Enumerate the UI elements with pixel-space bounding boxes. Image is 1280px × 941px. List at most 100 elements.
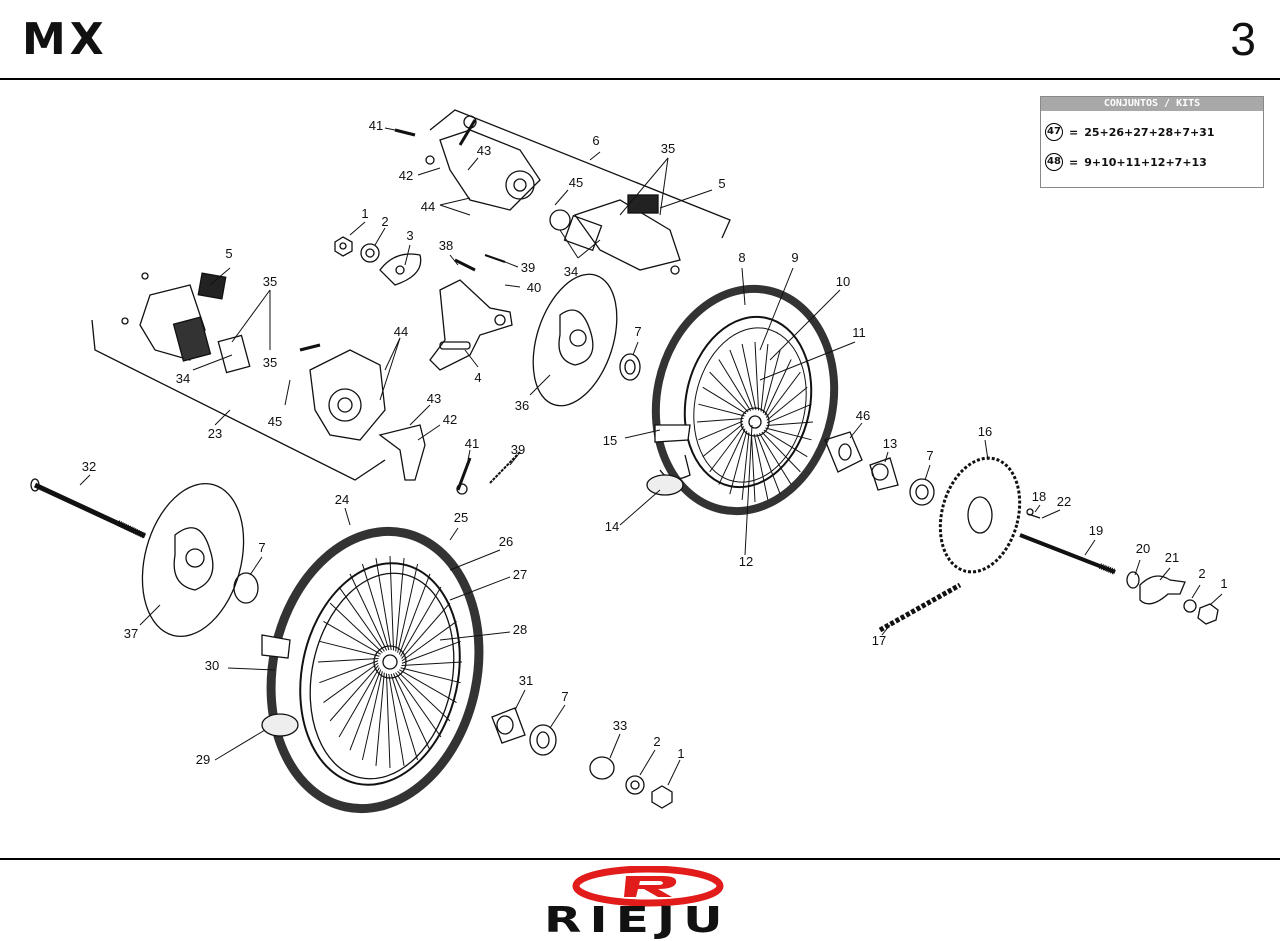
part-callout: 18 xyxy=(1032,489,1046,504)
header-divider xyxy=(0,78,1280,80)
part-callout: 43 xyxy=(477,143,491,158)
part-callout: 35 xyxy=(263,355,277,370)
spoke xyxy=(338,586,385,652)
part-callout: 1 xyxy=(361,206,368,221)
part-callout: 32 xyxy=(82,459,96,474)
spoke xyxy=(401,621,457,662)
spoke xyxy=(765,371,801,418)
part-callout: 37 xyxy=(124,626,138,641)
front-hub-parts xyxy=(491,707,673,809)
part-callout: 38 xyxy=(439,238,453,253)
part-callout: 22 xyxy=(1057,494,1071,509)
kit-formula: 25+26+27+28+7+31 xyxy=(1084,125,1215,139)
rieju-logo-icon xyxy=(572,866,724,907)
front-brake-disc xyxy=(141,482,245,638)
front-axle xyxy=(30,478,147,539)
spoke xyxy=(741,432,750,501)
part-callout: 7 xyxy=(561,689,568,704)
part-callout: 8 xyxy=(738,250,745,265)
spoke xyxy=(758,432,792,485)
spoke xyxy=(338,667,380,738)
part-callout: 16 xyxy=(978,424,992,439)
kits-title: CONJUNTOS / KITS xyxy=(1041,97,1263,111)
part-callout: 34 xyxy=(176,371,190,386)
exploded-parts-diagram: 4142434463535455341233839404535344445234… xyxy=(30,109,1228,814)
spoke xyxy=(401,640,461,664)
spoke xyxy=(361,671,383,761)
part-callout: 26 xyxy=(499,534,513,549)
part-callout: 1 xyxy=(1220,576,1227,591)
spoke xyxy=(349,669,382,751)
spoke xyxy=(319,640,380,657)
equals-sign: = xyxy=(1069,125,1079,139)
part-callout: 15 xyxy=(603,433,617,448)
spoke xyxy=(323,621,382,655)
spoke xyxy=(375,672,385,767)
part-callout: 30 xyxy=(205,658,219,673)
spoke xyxy=(756,433,781,495)
spoke xyxy=(762,349,781,414)
spoke xyxy=(397,670,451,722)
spoke xyxy=(329,602,383,654)
part-callout: 40 xyxy=(527,280,541,295)
spoke xyxy=(398,669,457,703)
part-callout: 21 xyxy=(1165,550,1179,565)
spoke xyxy=(718,428,746,485)
brand-name: RIEJU xyxy=(544,900,731,941)
drive-chain xyxy=(878,582,962,633)
bearing-front-left xyxy=(233,572,259,604)
spoke xyxy=(389,555,395,651)
spoke xyxy=(395,672,442,738)
rear-sprocket xyxy=(938,456,1022,574)
part-callout: 3 xyxy=(406,228,413,243)
spoke xyxy=(392,673,431,751)
part-callout: 23 xyxy=(208,426,222,441)
model-title: MX xyxy=(22,14,108,65)
part-callout: 1 xyxy=(677,746,684,761)
spoke xyxy=(361,563,390,651)
spoke xyxy=(753,433,769,501)
part-callout: 7 xyxy=(258,540,265,555)
kit-number: 47 xyxy=(1045,123,1063,141)
spoke xyxy=(329,665,379,722)
part-callout: 5 xyxy=(718,176,725,191)
spoke xyxy=(375,557,392,651)
part-callout: 17 xyxy=(872,633,886,648)
kit-formula: 9+10+11+12+7+13 xyxy=(1084,155,1207,169)
part-callout: 36 xyxy=(515,398,529,413)
spoke xyxy=(388,673,405,767)
front-caliper-assembly xyxy=(91,272,426,481)
part-callout: 20 xyxy=(1136,541,1150,556)
part-callout: 43 xyxy=(427,391,441,406)
spoke xyxy=(763,429,808,458)
spoke xyxy=(319,660,379,684)
spoke xyxy=(317,657,379,663)
spoke xyxy=(754,341,760,411)
part-callout: 46 xyxy=(856,408,870,423)
part-callout: 27 xyxy=(513,567,527,582)
part-callout: 9 xyxy=(791,250,798,265)
page-number: 3 xyxy=(1230,13,1256,65)
footer-divider xyxy=(0,858,1280,860)
part-callout: 33 xyxy=(613,718,627,733)
caliper-bracket-4 xyxy=(429,254,513,371)
part-callout: 35 xyxy=(263,274,277,289)
spoke xyxy=(729,349,754,411)
part-callout: 7 xyxy=(634,324,641,339)
page-header: MX 3 xyxy=(0,0,1280,78)
spoke xyxy=(741,343,757,411)
rear-brake-disc xyxy=(532,273,618,407)
part-callout: 35 xyxy=(661,141,675,156)
spoke xyxy=(349,573,388,651)
rear-wheel xyxy=(646,284,839,516)
part-callout: 24 xyxy=(335,492,349,507)
part-callout: 34 xyxy=(564,264,578,279)
kit-row: 47 = 25+26+27+28+7+31 xyxy=(1045,123,1215,141)
spoke xyxy=(766,403,812,424)
part-callout: 11 xyxy=(852,325,866,340)
part-callout: 44 xyxy=(394,324,408,339)
part-callout: 10 xyxy=(836,274,850,289)
part-callout: 7 xyxy=(926,448,933,463)
spoke xyxy=(702,386,747,415)
front-wheel xyxy=(261,526,484,814)
